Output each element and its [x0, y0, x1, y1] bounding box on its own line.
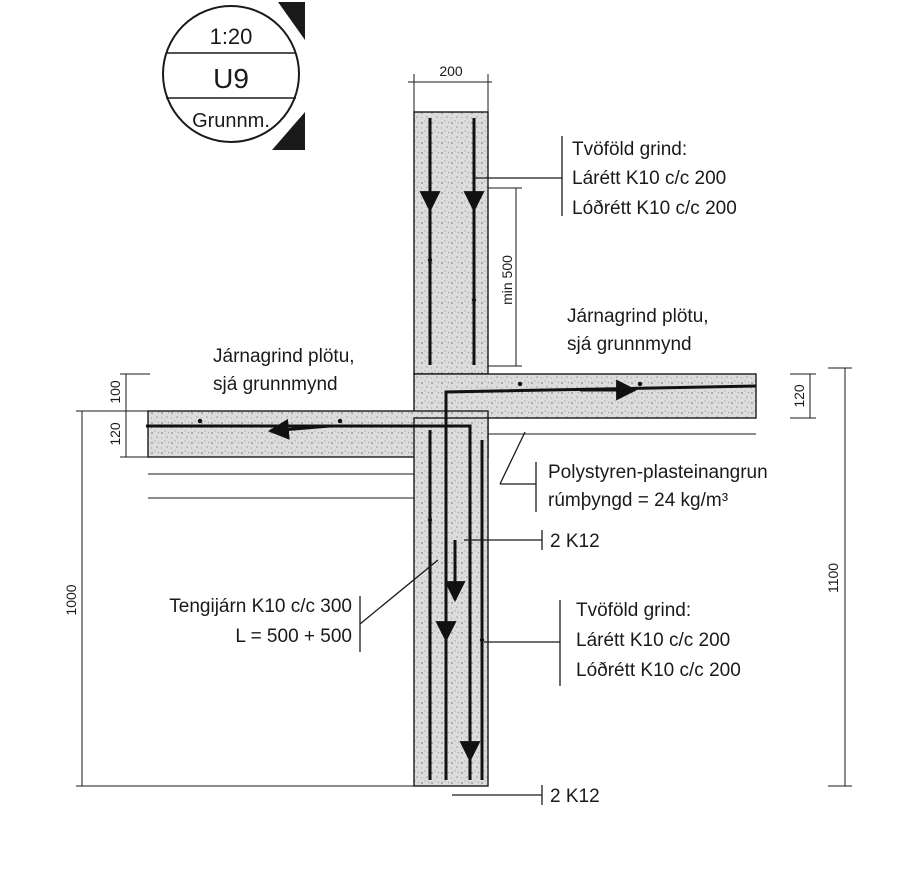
- concrete-sections: [147, 111, 757, 787]
- dim-wall-width: 200: [439, 63, 463, 79]
- badge-corner-bottom: [158, 112, 305, 150]
- bars-mid: 2 K12: [550, 531, 600, 552]
- slab-left-line-1: Járnagrind plötu,: [213, 346, 355, 367]
- lower-grid-line-2: Lárétt K10 c/c 200: [576, 630, 730, 651]
- lower-wall: [413, 417, 489, 787]
- annotation-labels: Tvöföld grind: Lárétt K10 c/c 200 Lóðrét…: [169, 139, 767, 807]
- slab-left-line-2: sjá grunnmynd: [213, 374, 338, 395]
- ties-line-2: L = 500 + 500: [235, 626, 352, 647]
- badge-code: U9: [213, 63, 249, 94]
- dim-slab-right-thickness: 120: [791, 384, 807, 408]
- insulation-line-1: Polystyren-plasteinangrun: [548, 462, 768, 483]
- dim-slab-left-thickness: 120: [107, 422, 123, 446]
- dimension-lines: 200 min 500 100 120 120 1000 1100: [63, 63, 852, 787]
- upper-grid-line-1: Tvöföld grind:: [572, 139, 687, 160]
- rebar: [146, 118, 757, 780]
- ties-line-1: Tengijárn K10 c/c 300: [169, 596, 352, 617]
- badge-circle: [162, 5, 300, 143]
- badge-ref: Grunnm.: [192, 110, 270, 132]
- slab-right-line-2: sjá grunnmynd: [567, 334, 692, 355]
- scale-badge: 1:20 U9 Grunnm.: [158, 2, 305, 150]
- dim-height-left: 1000: [63, 584, 79, 615]
- lower-grid-line-1: Tvöföld grind:: [576, 600, 691, 621]
- dim-min-length: min 500: [499, 255, 515, 305]
- dim-slab-left-top: 100: [107, 380, 123, 404]
- insulation-lines: [148, 433, 756, 499]
- lower-grid-line-3: Lóðrétt K10 c/c 200: [576, 660, 741, 681]
- upper-grid-line-2: Lárétt K10 c/c 200: [572, 168, 726, 189]
- upper-grid-line-3: Lóðrétt K10 c/c 200: [572, 198, 737, 219]
- insulation-line-2: rúmþyngd = 24 kg/m³: [548, 490, 728, 511]
- slab-right-line-1: Járnagrind plötu,: [567, 306, 709, 327]
- dim-height-right: 1100: [825, 563, 841, 593]
- leader-lines: [359, 136, 563, 805]
- badge-corner-top: [278, 2, 305, 40]
- bars-bottom: 2 K12: [550, 786, 600, 807]
- badge-scale: 1:20: [210, 24, 253, 49]
- upper-wall: [413, 111, 489, 375]
